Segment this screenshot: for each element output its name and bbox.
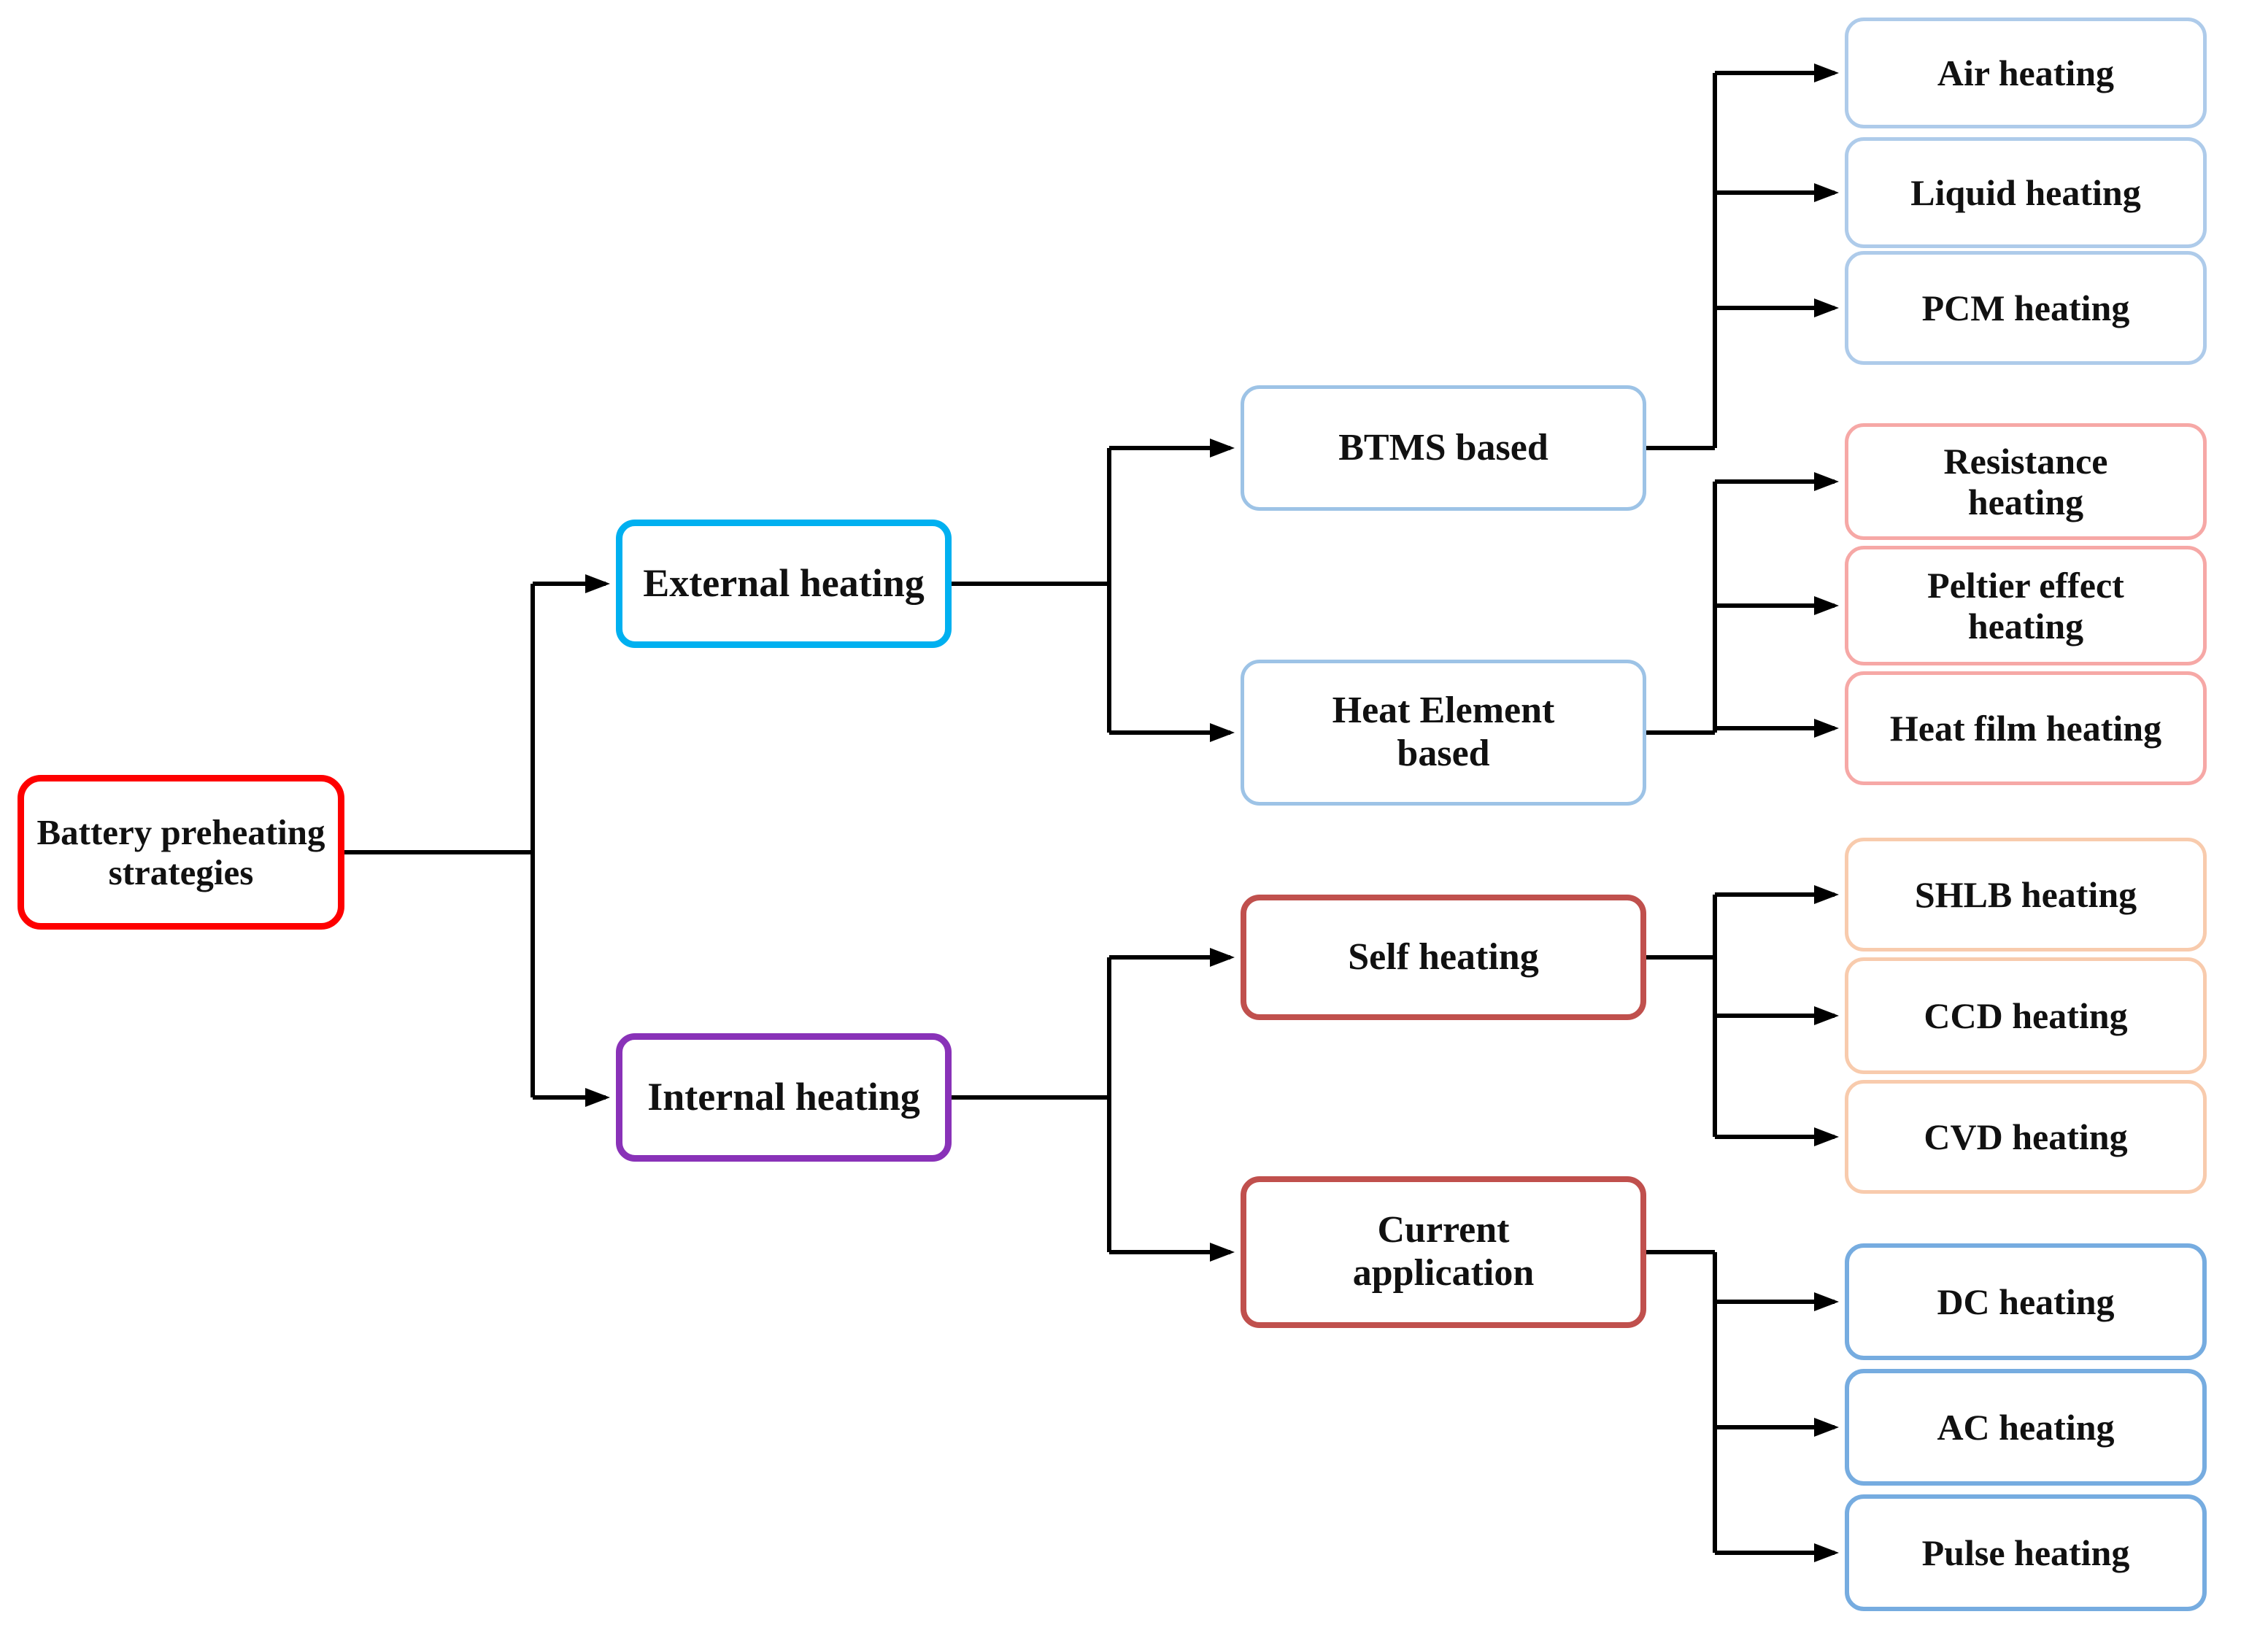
node-label: BTMS based <box>1338 426 1548 468</box>
node-label: PCM heating <box>1921 287 2130 328</box>
node-shlb-heating: SHLB heating <box>1845 838 2207 952</box>
node-heat-film-heating: Heat film heating <box>1845 671 2207 785</box>
node-self-heating: Self heating <box>1241 895 1646 1020</box>
node-ac-heating: AC heating <box>1845 1369 2207 1486</box>
node-label: Resistance heating <box>1943 440 2108 523</box>
node-current-application: Current application <box>1241 1176 1646 1328</box>
node-pulse-heating: Pulse heating <box>1845 1494 2207 1611</box>
node-label: Current application <box>1352 1209 1535 1294</box>
node-label: Pulse heating <box>1921 1532 2130 1573</box>
connector-external-to-children <box>952 439 1235 742</box>
node-btms-based: BTMS based <box>1241 385 1646 511</box>
node-cvd-heating: CVD heating <box>1845 1080 2207 1194</box>
node-label: Air heating <box>1937 52 2115 93</box>
node-label: AC heating <box>1937 1406 2115 1448</box>
connector-self-to-leaves <box>1646 885 1839 1146</box>
connector-btms-to-leaves <box>1646 63 1839 450</box>
node-ccd-heating: CCD heating <box>1845 957 2207 1074</box>
node-air-heating: Air heating <box>1845 18 2207 128</box>
node-heat-element-based: Heat Element based <box>1241 660 1646 806</box>
node-dc-heating: DC heating <box>1845 1243 2207 1360</box>
node-label: Heat Element based <box>1332 690 1555 774</box>
node-liquid-heating: Liquid heating <box>1845 137 2207 248</box>
node-label: Internal heating <box>647 1075 920 1119</box>
node-internal-heating: Internal heating <box>616 1033 952 1162</box>
node-label: Peltier effect heating <box>1927 564 2124 647</box>
node-label: DC heating <box>1937 1281 2115 1322</box>
connector-heat-element-to-leaves <box>1646 472 1839 738</box>
node-label: SHLB heating <box>1914 873 2137 915</box>
node-label: CVD heating <box>1924 1116 2128 1157</box>
node-external-heating: External heating <box>616 520 952 648</box>
node-peltier-effect-heating: Peltier effect heating <box>1845 546 2207 665</box>
node-label: CCD heating <box>1924 995 2128 1036</box>
node-label: External heating <box>643 561 925 606</box>
node-pcm-heating: PCM heating <box>1845 251 2207 365</box>
node-label: Liquid heating <box>1910 171 2141 213</box>
node-battery-preheating-strategies: Battery preheating strategies <box>18 775 344 930</box>
connector-root-to-level2 <box>344 574 610 1107</box>
node-label: Battery preheating strategies <box>36 811 325 892</box>
node-label: Self heating <box>1348 935 1539 978</box>
node-label: Heat film heating <box>1889 707 2162 749</box>
connector-internal-to-children <box>952 948 1235 1262</box>
node-resistance-heating: Resistance heating <box>1845 423 2207 540</box>
connector-current-to-leaves <box>1646 1250 1839 1562</box>
